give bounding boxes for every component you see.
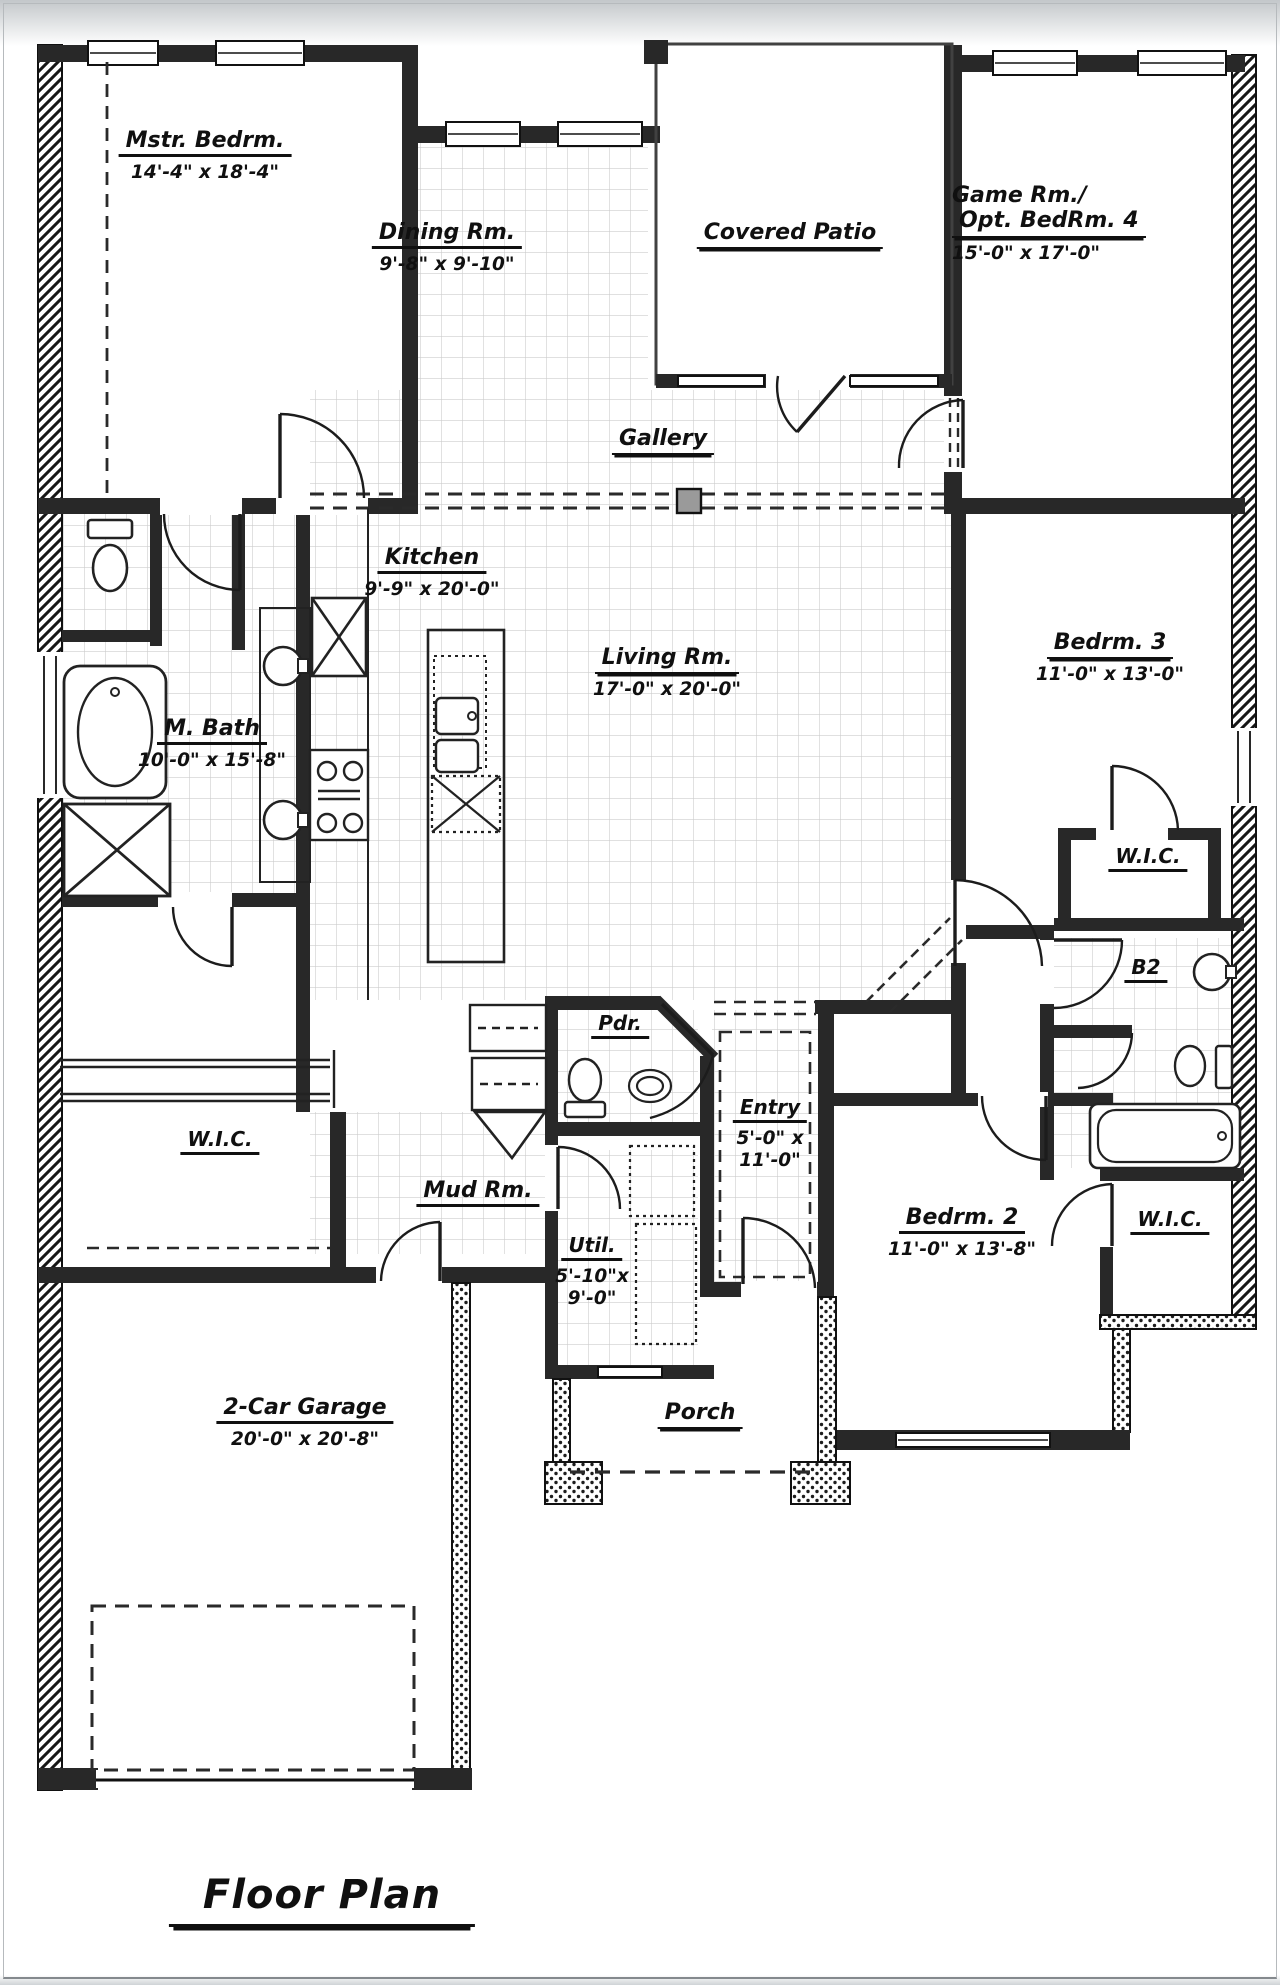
label-covered-patio: Covered Patio xyxy=(696,220,884,250)
closet-rods xyxy=(60,1050,336,1108)
label-garage: 2-Car Garage 20'-0" x 20'-8" xyxy=(216,1395,394,1451)
bathtub-icon xyxy=(62,664,168,800)
bath2-toilet-icon xyxy=(1173,1044,1234,1090)
washer-dryer-icon xyxy=(628,1144,698,1346)
label-wic-master: W.I.C. xyxy=(180,1128,260,1155)
fixtures xyxy=(60,508,1242,1346)
kitchen-island xyxy=(426,628,506,964)
label-entry: Entry 5'-0" x 11'-0" xyxy=(732,1096,808,1172)
label-bath2: B2 xyxy=(1124,956,1168,983)
label-dining: Dining Rm. 9'-8" x 9'-10" xyxy=(371,220,523,276)
label-master-bath: M. Bath 10'-0" x 15'-8" xyxy=(137,716,287,772)
page-bottom-shade xyxy=(0,1975,1280,1985)
page-title: Floor Plan xyxy=(168,1872,476,1927)
refrigerator-icon xyxy=(310,596,368,678)
powder-sink-icon xyxy=(627,1068,673,1104)
stove-icon xyxy=(308,748,370,842)
label-master-bedroom: Mstr. Bedrm. 14'-4" x 18'-4" xyxy=(118,128,292,184)
toilet-icon xyxy=(86,518,134,593)
label-gallery: Gallery xyxy=(611,426,715,456)
label-powder: Pdr. xyxy=(591,1012,649,1039)
label-game-room: Game Rm./ Opt. BedRm. 4 15'-0" x 17'-0" xyxy=(952,183,1146,264)
label-wic-bedroom2: W.I.C. xyxy=(1130,1208,1210,1235)
label-bedroom3: Bedrm. 3 11'-0" x 13'-0" xyxy=(1035,630,1185,686)
mud-bench xyxy=(468,1003,548,1161)
bath2-tub-icon xyxy=(1088,1102,1242,1170)
bath2-sink-icon xyxy=(1192,952,1237,992)
shower-icon xyxy=(62,802,172,898)
label-porch: Porch xyxy=(657,1400,743,1430)
label-living-room: Living Rm. 17'-0" x 20'-0" xyxy=(592,645,742,701)
dashed-lines xyxy=(87,62,963,1772)
label-mud-room: Mud Rm. xyxy=(416,1178,540,1208)
label-kitchen: Kitchen 9'-9" x 20'-0" xyxy=(364,545,500,601)
doors xyxy=(162,374,1180,1289)
label-utility: Util. 5'-10"x 9'-0" xyxy=(555,1233,629,1310)
powder-toilet-icon xyxy=(563,1057,607,1119)
page-top-shade xyxy=(0,0,1280,46)
label-wic-bedroom3: W.I.C. xyxy=(1108,845,1188,872)
label-bedroom2: Bedrm. 2 11'-0" x 13'-8" xyxy=(887,1205,1037,1261)
